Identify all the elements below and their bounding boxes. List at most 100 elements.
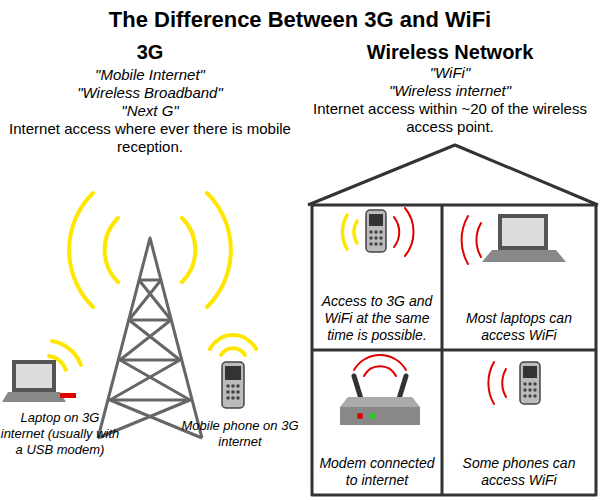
alias-text: "Wireless Broadband" — [5, 84, 295, 102]
alias-text: "WiFi" — [305, 64, 595, 82]
phone-icon — [231, 390, 235, 394]
phone-icon — [369, 230, 372, 233]
phone-icon — [374, 230, 377, 233]
phone-icon — [374, 242, 377, 245]
router-icon — [369, 413, 375, 419]
device-caption: Mobile phone on 3G internet — [178, 418, 302, 450]
description-text: Internet access within ~20 of the wirele… — [305, 100, 595, 136]
device-caption: Laptop on 3G internet (usually with a US… — [0, 410, 120, 458]
router-icon — [340, 376, 420, 425]
room-text-block: Access to 3G and WiFi at the same time i… — [317, 293, 437, 344]
phone-icon — [533, 388, 536, 391]
phone-icon — [231, 396, 235, 400]
phone-icon — [523, 388, 526, 391]
3g-signal — [52, 341, 81, 365]
phone-icon — [236, 384, 240, 388]
3g-signal — [207, 193, 231, 307]
router-icon — [340, 397, 420, 407]
phone-icon — [226, 390, 230, 394]
room-box: Modem connected to internet — [312, 350, 442, 495]
laptop-icon — [12, 360, 56, 392]
phone-icon — [222, 362, 244, 408]
wifi-signal — [462, 216, 468, 264]
laptop-icon — [16, 364, 52, 388]
phone-icon — [236, 396, 240, 400]
laptop-icon — [60, 393, 76, 398]
laptop-icon — [2, 392, 66, 402]
phone-icon — [520, 362, 540, 404]
phone-icon — [520, 362, 540, 404]
room-caption: Some phones can access WiFi — [447, 455, 591, 489]
room-caption: Most laptops can access WiFi — [447, 310, 591, 344]
phone-icon — [533, 394, 536, 397]
3g-signal — [342, 215, 347, 249]
wifi-signal — [462, 216, 481, 264]
wifi-signal — [364, 366, 396, 376]
3g-signal — [354, 221, 357, 243]
title: The Difference Between 3G and WiFi — [0, 6, 600, 34]
house-box: Wireless Network"WiFi""Wireless internet… — [300, 38, 600, 498]
description-text: Internet access where ever there is mobi… — [5, 120, 295, 156]
3g-signal — [49, 193, 256, 370]
room-text-block: Some phones can access WiFi — [447, 455, 591, 489]
phone-icon — [225, 366, 241, 380]
alias-text: "Mobile Internet" — [5, 66, 295, 84]
phone-icon — [369, 236, 372, 239]
wifi-signal — [394, 217, 399, 247]
laptop-icon — [482, 250, 566, 262]
phone-icon — [533, 382, 536, 385]
phone-icon — [379, 230, 382, 233]
house-outline — [312, 205, 596, 495]
phone-icon — [523, 394, 526, 397]
3g-signal — [182, 218, 195, 282]
router-icon — [357, 413, 363, 419]
phone-icon — [226, 396, 230, 400]
section-heading: Wireless Network — [305, 40, 595, 64]
wifi-signal — [394, 208, 414, 256]
radio-tower — [98, 238, 202, 438]
alias-text: "Wireless internet" — [305, 82, 595, 100]
phone-icon — [369, 230, 382, 245]
room-text-block: Modem connected to internet — [317, 455, 437, 489]
router-icon — [340, 407, 420, 425]
phone-icon — [226, 384, 230, 388]
house-outline — [308, 145, 598, 205]
room-box: Some phones can access WiFi — [442, 350, 596, 495]
room-caption: Modem connected to internet — [317, 455, 437, 489]
wifi-signal — [488, 362, 494, 404]
wifi-signal — [488, 362, 506, 404]
phone-icon — [236, 390, 240, 394]
phone-icon — [523, 382, 526, 385]
3g-signal — [210, 335, 256, 349]
phone-icon — [231, 384, 235, 388]
3g-signal — [105, 218, 118, 282]
laptop-icon — [498, 214, 548, 250]
radio-tower — [110, 280, 202, 438]
house-outline — [308, 145, 598, 495]
room-box: Most laptops can access WiFi — [442, 205, 596, 350]
phone-icon — [369, 242, 372, 245]
section-heading: 3G — [5, 40, 295, 64]
phone-icon — [369, 214, 383, 226]
room-caption: Access to 3G and WiFi at the same time i… — [317, 293, 437, 344]
alias-text: "Next G" — [5, 102, 295, 120]
laptop-icon — [2, 360, 76, 402]
laptop-icon — [502, 218, 544, 246]
wifi-signal — [354, 355, 406, 370]
house-heading-block: Wireless Network"WiFi""Wireless internet… — [305, 40, 595, 136]
wifi-signal — [502, 369, 506, 397]
phone-icon — [379, 242, 382, 245]
room-text-block: Most laptops can access WiFi — [447, 310, 591, 344]
phone-icon — [523, 366, 537, 378]
3g-signal — [342, 215, 357, 249]
3g-signal — [69, 193, 93, 307]
wifi-signal — [405, 208, 414, 256]
radio-tower — [98, 238, 202, 438]
3g-signal — [221, 348, 245, 355]
house-outline — [312, 205, 596, 495]
laptop-icon — [482, 214, 566, 262]
wifi-signal — [476, 223, 481, 257]
phone-icon — [366, 210, 386, 252]
phone-icon — [523, 382, 536, 397]
phone-icon — [222, 362, 244, 408]
